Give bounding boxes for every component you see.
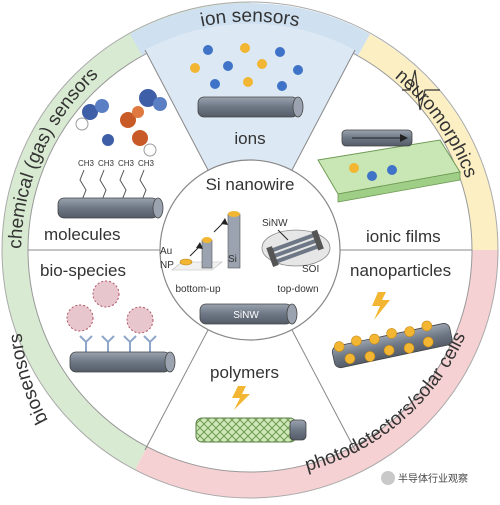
molecules-illustration: CH3 CH3 CH3 CH3 molecules xyxy=(44,89,167,244)
label-ions: ions xyxy=(234,129,265,148)
ch3-label-3: CH3 xyxy=(118,159,135,168)
protein-clusters xyxy=(66,280,154,334)
label-soi: SOI xyxy=(302,264,319,275)
polymers-illustration: polymers xyxy=(195,363,307,443)
ch3-label-1: CH3 xyxy=(78,159,95,168)
polymer-coated-nanowire xyxy=(195,417,297,443)
wechat-icon xyxy=(381,470,395,485)
label-si: Si xyxy=(228,254,237,265)
center-title: Si nanowire xyxy=(206,175,295,194)
bottom-up-growth: Au NP Si bottom-up xyxy=(160,211,241,295)
label-np: NP xyxy=(160,260,174,271)
molecules-nanowire xyxy=(57,197,159,219)
ch3-label-4: CH3 xyxy=(138,159,155,168)
label-au: Au xyxy=(160,246,172,257)
bio-species-illustration: bio-species xyxy=(40,261,176,373)
ion-dots xyxy=(190,43,303,91)
label-top-down: top-down xyxy=(277,284,318,295)
spike-signal xyxy=(402,69,440,111)
ch3-label-2: CH3 xyxy=(98,159,115,168)
light-bolt-icon xyxy=(372,292,390,320)
light-bolt-icon-polymers xyxy=(232,386,250,410)
label-ionic-films: ionic films xyxy=(366,227,441,246)
label-nanoparticles: nanoparticles xyxy=(350,261,451,280)
top-down-fabrication: SiNW SOI top-down xyxy=(261,218,331,295)
watermark: 半导体行业观察 xyxy=(381,470,468,485)
ions-sector-background xyxy=(145,23,355,250)
nanoparticles-illustration: nanoparticles xyxy=(331,261,453,369)
nanoparticle-dots xyxy=(333,320,434,364)
ions-illustration: ions xyxy=(190,43,304,148)
label-sinw-center: SiNW xyxy=(233,310,259,321)
bio-nanowire xyxy=(69,351,171,373)
alkyl-chains xyxy=(79,169,147,201)
antibodies xyxy=(79,335,157,352)
label-molecules: molecules xyxy=(44,225,121,244)
ionic-films-illustration: ionic films xyxy=(317,69,461,246)
label-bio-species: bio-species xyxy=(40,261,126,280)
center-circle xyxy=(159,159,341,341)
ions-nanowire xyxy=(197,96,299,118)
label-bottom-up: bottom-up xyxy=(175,284,220,295)
label-polymers: polymers xyxy=(210,363,279,382)
center-content: Si nanowire Au NP Si bottom-up xyxy=(160,175,331,325)
gas-molecules xyxy=(75,89,167,157)
watermark-text: 半导体行业观察 xyxy=(398,474,468,485)
label-sinw-top-down: SiNW xyxy=(262,218,288,229)
